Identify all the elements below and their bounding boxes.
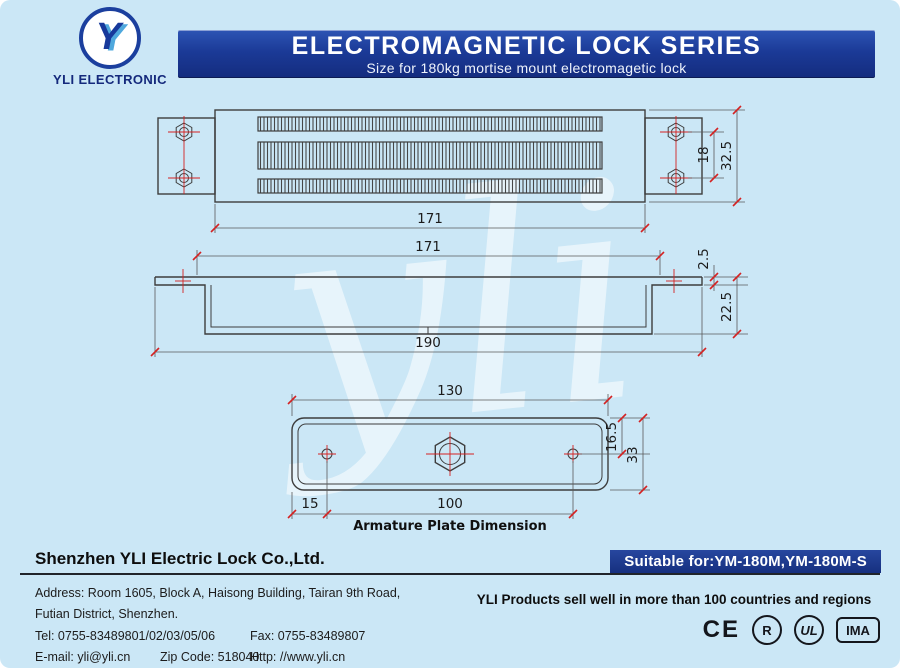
magnet-strip-top <box>257 116 603 132</box>
lock-top-view-dimensions: 171 18 32.5 <box>210 105 745 233</box>
lock-body <box>214 109 646 203</box>
armature-plate-caption: Armature Plate Dimension <box>353 519 547 534</box>
ima-mark-icon: IMA <box>836 617 880 643</box>
series-title: ELECTROMAGNETIC LOCK SERIES <box>291 32 762 60</box>
side-outline <box>154 277 703 335</box>
zip-code: Zip Code: 518040 <box>160 650 260 664</box>
logo-monogram-shadow: Y <box>100 17 129 60</box>
yli-logo: Y Y YLI ELECTRONIC <box>48 5 172 87</box>
lock-side-view <box>154 269 703 335</box>
mounting-ear-left <box>157 117 216 195</box>
fax-number: Fax: 0755-83489807 <box>250 629 366 643</box>
yli-logo-icon: Y Y <box>79 7 141 69</box>
armature-plate-dimensions: 130 16.5 33 15 100 Armature Plate Dimens… <box>287 383 650 534</box>
logo-brand-text: YLI ELECTRONIC <box>53 72 167 87</box>
marketing-tagline: YLI Products sell well in more than 100 … <box>476 592 872 607</box>
website-url: Http: //www.yli.cn <box>250 650 346 664</box>
company-name: Shenzhen YLI Electric Lock Co.,Ltd. <box>35 549 325 568</box>
footer-divider <box>20 573 880 575</box>
dim-label-width: 171 <box>417 211 443 227</box>
logo-y-monogram-icon: Y Y <box>96 15 129 60</box>
certification-marks: CE R UL IMA <box>703 615 880 645</box>
email-address: E-mail: yli@yli.cn <box>35 650 131 664</box>
magnet-strip-middle <box>257 141 603 170</box>
technical-drawing-canvas: 171 18 32.5 171 <box>150 105 748 534</box>
magnet-strip-bottom <box>257 178 603 194</box>
lock-side-view-dimensions: 171 2.5 22.5 190 <box>150 239 748 357</box>
dim-label-depth: 22.5 <box>719 292 735 322</box>
suitable-for-badge: Suitable for:YM-180M,YM-180M-S <box>610 550 881 573</box>
series-subtitle: Size for 180kg mortise mount electromage… <box>366 60 687 76</box>
registered-mark-icon: R <box>752 615 782 645</box>
dim-label-slot-height: 18 <box>696 146 712 163</box>
side-inner-line <box>210 285 647 328</box>
dim-label-plate-width: 130 <box>437 383 463 399</box>
logo-monogram: Y <box>96 15 125 58</box>
address-line-1: Address: Room 1605, Block A, Haisong Bui… <box>35 586 401 600</box>
dim-label-total-width: 190 <box>415 335 441 351</box>
ce-mark-icon: CE <box>702 616 740 643</box>
side-centerline-marks <box>175 269 682 293</box>
title-banner: ELECTROMAGNETIC LOCK SERIES Size for 180… <box>178 30 875 78</box>
dim-label-flange-thickness: 2.5 <box>696 248 712 269</box>
phone-number: Tel: 0755-83489801/02/03/05/06 <box>35 629 216 643</box>
centerline-marks <box>168 116 692 194</box>
armature-centerline-marks <box>318 432 582 476</box>
lock-top-view <box>157 109 703 203</box>
ul-mark-icon: UL <box>794 615 824 645</box>
mounting-ear-right <box>644 117 703 195</box>
dim-label-body-height: 32.5 <box>719 141 735 171</box>
dim-label-hole-spacing: 100 <box>437 496 463 512</box>
address-line-2: Futian District, Shenzhen. <box>35 607 179 621</box>
dim-label-plate-height: 33 <box>625 446 641 463</box>
dim-label-plate-half-height: 16.5 <box>604 422 620 452</box>
armature-plate-view <box>291 417 609 491</box>
dim-label-edge-offset: 15 <box>301 496 318 512</box>
dim-label-inner-width: 171 <box>415 239 441 255</box>
